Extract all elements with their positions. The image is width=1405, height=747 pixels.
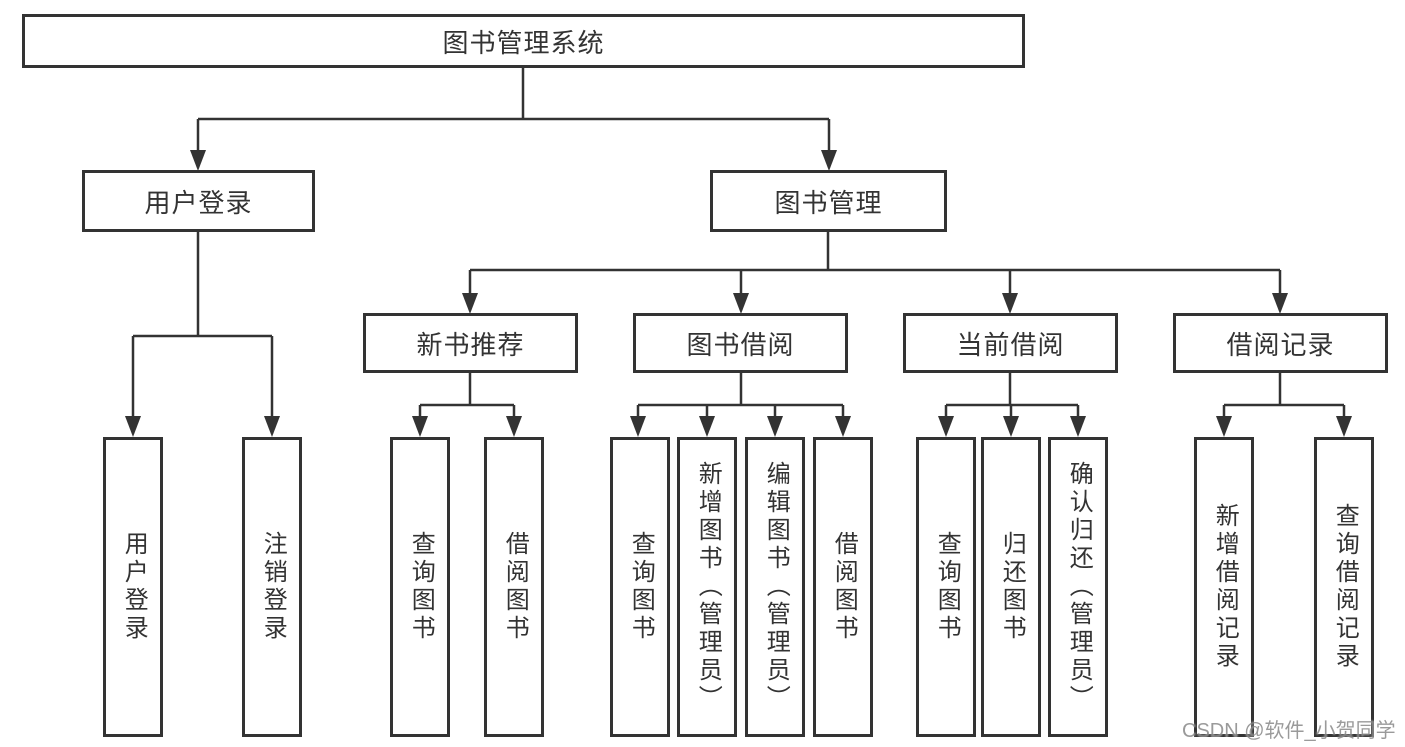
node-label: 新增图书（管理员） <box>694 461 722 713</box>
connector-borrow-record-to-leaves <box>1216 373 1352 437</box>
node-user-login: 用户登录 <box>82 170 315 232</box>
node-label: 新书推荐 <box>416 329 525 360</box>
connector-root-to-level1 <box>190 68 837 171</box>
node-library-management-system: 图书管理系统 <box>22 14 1025 68</box>
node-label: 新增借阅记录 <box>1211 503 1239 671</box>
leaf-borrow-books-2: 借阅图书 <box>813 437 873 737</box>
node-label: 查询图书 <box>627 531 655 643</box>
node-label: 归还图书 <box>998 531 1026 643</box>
node-label: 用户登录 <box>120 531 148 643</box>
node-label: 用户登录 <box>144 187 253 218</box>
node-label: 注销登录 <box>259 531 287 643</box>
node-label: 查询图书 <box>933 531 961 643</box>
node-new-book-recommendation: 新书推荐 <box>363 313 578 373</box>
node-label: 图书借阅 <box>686 329 795 360</box>
node-label: 借阅记录 <box>1226 329 1335 360</box>
node-label: 确认归还（管理员） <box>1065 461 1093 713</box>
leaf-query-books-2: 查询图书 <box>610 437 670 737</box>
node-current-borrowing: 当前借阅 <box>903 313 1118 373</box>
leaf-add-borrow-record: 新增借阅记录 <box>1194 437 1254 737</box>
leaf-logout: 注销登录 <box>242 437 302 737</box>
node-label: 编辑图书（管理员） <box>762 461 790 713</box>
leaf-edit-books-admin: 编辑图书（管理员） <box>745 437 805 737</box>
leaf-user-login: 用户登录 <box>103 437 163 737</box>
leaf-confirm-return-admin: 确认归还（管理员） <box>1048 437 1108 737</box>
node-label: 查询借阅记录 <box>1331 503 1359 671</box>
leaf-query-books-1: 查询图书 <box>390 437 450 737</box>
node-book-management: 图书管理 <box>710 170 947 232</box>
leaf-borrow-books-1: 借阅图书 <box>484 437 544 737</box>
connector-user-login-to-leaves <box>125 232 280 437</box>
leaf-return-books: 归还图书 <box>981 437 1041 737</box>
node-label: 借阅图书 <box>830 531 858 643</box>
connector-book-borrow-to-leaves <box>630 373 851 437</box>
leaf-query-borrow-record: 查询借阅记录 <box>1314 437 1374 737</box>
connector-current-borrow-to-leaves <box>938 373 1086 437</box>
connector-book-mgmt-to-level2 <box>462 232 1288 314</box>
node-label: 图书管理系统 <box>442 27 605 58</box>
node-label: 借阅图书 <box>501 531 529 643</box>
node-label: 图书管理 <box>774 187 883 218</box>
node-book-borrowing: 图书借阅 <box>633 313 848 373</box>
node-label: 查询图书 <box>407 531 435 643</box>
leaf-query-books-3: 查询图书 <box>916 437 976 737</box>
connector-new-book-rec-to-leaves <box>412 373 522 437</box>
csdn-watermark: CSDN @软件_小贺同学 <box>1182 720 1396 742</box>
leaf-add-books-admin: 新增图书（管理员） <box>677 437 737 737</box>
node-borrowing-records: 借阅记录 <box>1173 313 1388 373</box>
node-label: 当前借阅 <box>956 329 1065 360</box>
